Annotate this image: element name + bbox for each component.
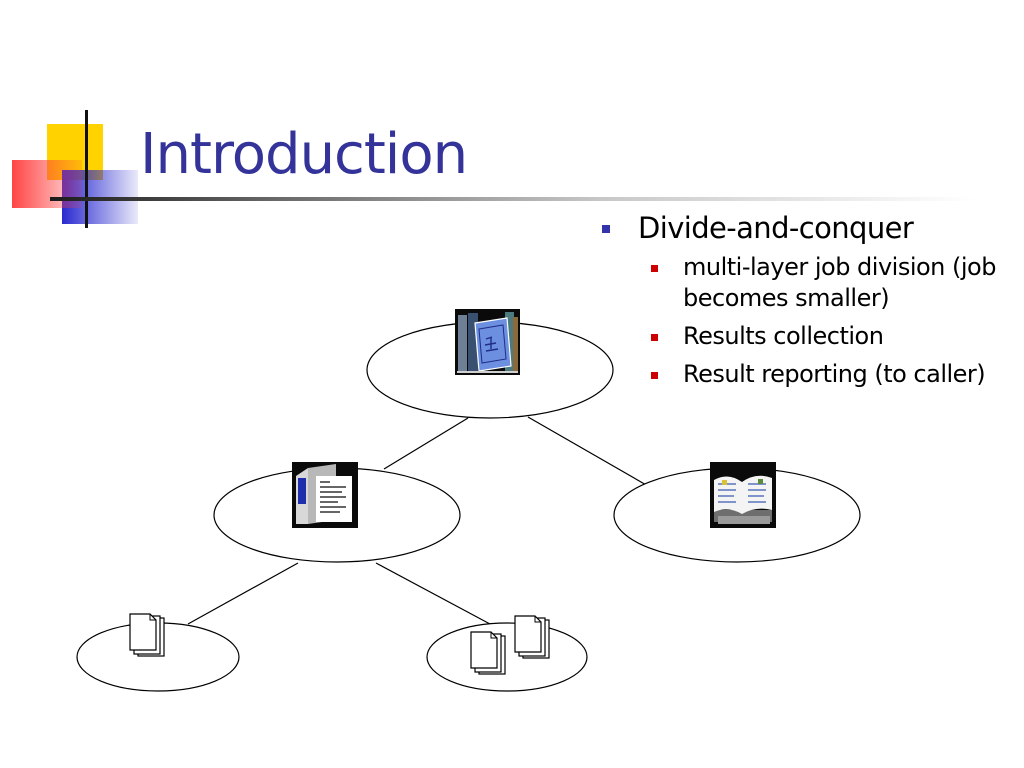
bullet-text: Divide-and-conquer	[638, 211, 914, 245]
sub-bullet-square-icon	[651, 265, 658, 272]
binder-document-icon	[292, 462, 358, 528]
sub-bullet: Results collection	[600, 321, 1000, 352]
edge-root-to-left	[383, 417, 469, 470]
bullet-square-icon	[602, 225, 610, 233]
sub-bullet-text: Results collection	[683, 322, 884, 350]
edge-left-to-bottom-right	[375, 562, 491, 625]
sub-bullet-text: multi-layer job division (job becomes sm…	[683, 253, 996, 312]
sub-bullet-list: multi-layer job division (job becomes sm…	[600, 252, 1000, 390]
edge-left-to-bottom-left	[187, 562, 299, 625]
bullet-list: Divide-and-conquer multi-layer job divis…	[600, 208, 1000, 397]
deco-vertical-line	[85, 110, 88, 228]
documents-icon	[470, 631, 506, 675]
sub-bullet: multi-layer job division (job becomes sm…	[600, 252, 1000, 314]
sub-bullet-square-icon	[651, 334, 658, 341]
documents-icon	[129, 613, 165, 657]
sub-bullet-square-icon	[651, 372, 658, 379]
edge-root-to-right	[527, 416, 649, 487]
sub-bullet-text: Result reporting (to caller)	[683, 360, 986, 388]
documents-icon	[514, 615, 550, 659]
bookshelf-icon	[455, 309, 520, 375]
sub-bullet: Result reporting (to caller)	[600, 359, 1000, 390]
bottom-right-node	[426, 622, 588, 692]
slide-title: Introduction	[140, 122, 468, 187]
title-underline	[50, 197, 974, 201]
open-book-icon	[710, 462, 776, 528]
bullet-level1: Divide-and-conquer	[600, 208, 1000, 248]
